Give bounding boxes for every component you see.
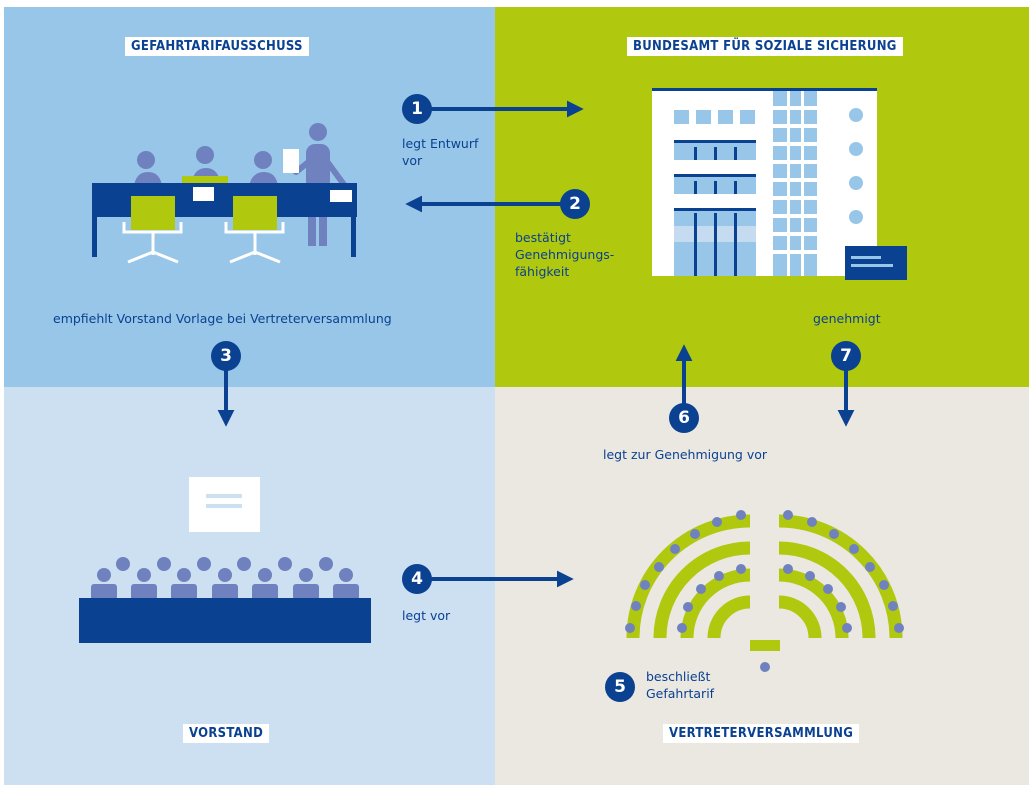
step-badge-7: 7: [831, 341, 861, 371]
step-badge-4: 4: [402, 564, 432, 594]
office-building-illustration: [652, 88, 907, 280]
speaker-podium: [750, 640, 780, 651]
step-badge-1: 1: [402, 94, 432, 124]
step-label-7: genehmigt: [813, 311, 881, 326]
step-label-1: legt Entwurf vor: [402, 136, 479, 168]
assembly-quadrant: [495, 387, 1029, 785]
step-badge-3: 3: [211, 341, 241, 371]
title-office: BUNDESAMT FÜR SOZIALE SICHERUNG: [627, 37, 903, 56]
assembly-illustration: [626, 514, 903, 639]
step-badge-2: 2: [560, 189, 590, 219]
step-label-2: bestätigt Genehmigungs- fähigkeit: [515, 230, 615, 279]
step-label-4: legt vor: [402, 608, 451, 623]
flow-arrows: [217, 100, 855, 588]
committee-meeting-illustration: [92, 123, 357, 264]
step-badge-5: 5: [605, 672, 635, 702]
step-badge-6: 6: [669, 403, 699, 433]
title-board: VORSTAND: [183, 724, 270, 743]
board-illustration: [79, 477, 371, 643]
step-label-3: empfiehlt Vorstand Vorlage bei Vertreter…: [53, 311, 392, 326]
title-committee: GEFAHRTARIFAUSSCHUSS: [125, 37, 309, 56]
step-label-6: legt zur Genehmigung vor: [603, 447, 768, 462]
title-assembly: VERTRETERVERSAMMLUNG: [663, 724, 860, 743]
step-label-5: beschließt Gefahrtarif: [646, 669, 715, 701]
assembly-seats: [625, 510, 904, 672]
